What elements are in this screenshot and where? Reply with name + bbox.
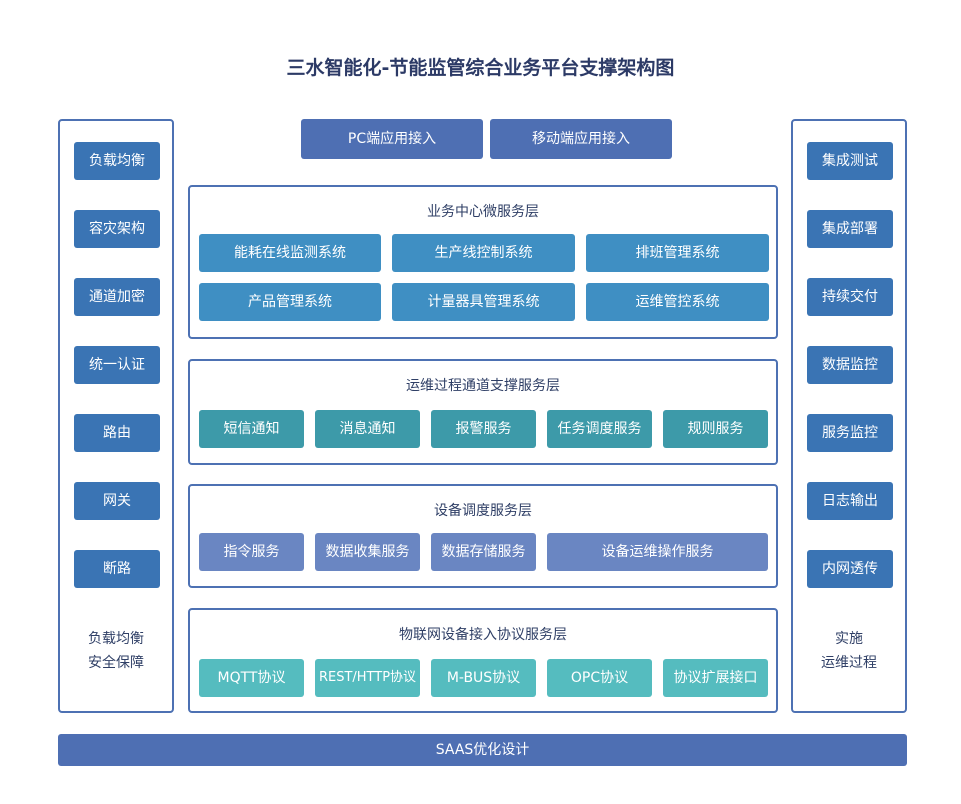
layer-iot-protocols: 物联网设备接入协议服务层 MQTT协议 REST/HTTP协议 M-BUS协议 … [188,608,778,713]
layer-device-scheduling: 设备调度服务层 指令服务 数据收集服务 数据存储服务 设备运维操作服务 [188,484,778,588]
layer1-item: 生产线控制系统 [392,234,575,272]
right-item-data-monitoring: 数据监控 [807,346,893,384]
right-item-intranet-penetration: 内网透传 [807,550,893,588]
layer4-item: REST/HTTP协议 [315,659,420,697]
saas-optimization-bar: SAAS优化设计 [58,734,907,766]
left-item-load-balance: 负载均衡 [74,142,160,180]
layer1-item: 能耗在线监测系统 [199,234,381,272]
left-panel-note: 负载均衡 安全保障 [60,627,172,675]
diagram-title: 三水智能化-节能监管综合业务平台支撑架构图 [286,57,675,79]
left-panel: 负载均衡 容灾架构 通道加密 统一认证 路由 网关 断路 负载均衡 安全保障 [58,119,174,713]
layer1-item: 排班管理系统 [586,234,769,272]
layer2-item: 报警服务 [431,410,536,448]
layer3-item: 数据收集服务 [315,533,420,571]
right-note-line-2: 运维过程 [821,655,877,671]
layer-business-microservices: 业务中心微服务层 能耗在线监测系统 生产线控制系统 排班管理系统 产品管理系统 … [188,185,778,339]
right-item-integration-deploy: 集成部署 [807,210,893,248]
left-item-unified-auth: 统一认证 [74,346,160,384]
layer4-item: 协议扩展接口 [663,659,768,697]
layer-title: 物联网设备接入协议服务层 [399,627,567,643]
left-item-channel-encryption: 通道加密 [74,278,160,316]
right-item-log-output: 日志输出 [807,482,893,520]
layer1-item: 计量器具管理系统 [392,283,575,321]
layer4-item: MQTT协议 [199,659,304,697]
right-note-line-1: 实施 [835,631,863,647]
right-panel: 集成测试 集成部署 持续交付 数据监控 服务监控 日志输出 内网透传 实施 运维… [791,119,907,713]
layer2-item: 任务调度服务 [547,410,652,448]
layer-title: 设备调度服务层 [434,503,532,519]
layer4-item: OPC协议 [547,659,652,697]
right-item-integration-test: 集成测试 [807,142,893,180]
left-item-disaster-recovery: 容灾架构 [74,210,160,248]
layer-title: 业务中心微服务层 [427,204,539,220]
layer3-item: 数据存储服务 [431,533,536,571]
layer3-item: 指令服务 [199,533,304,571]
layer1-item: 产品管理系统 [199,283,381,321]
layer2-item: 短信通知 [199,410,304,448]
mobile-app-access: 移动端应用接入 [490,119,672,159]
layer4-item: M-BUS协议 [431,659,536,697]
layer-ops-channel-support: 运维过程通道支撑服务层 短信通知 消息通知 报警服务 任务调度服务 规则服务 [188,359,778,465]
layer2-item: 规则服务 [663,410,768,448]
layer3-item: 设备运维操作服务 [547,533,768,571]
layer-title: 运维过程通道支撑服务层 [406,378,560,394]
pc-app-access: PC端应用接入 [301,119,483,159]
left-item-gateway: 网关 [74,482,160,520]
left-note-line-2: 安全保障 [88,655,144,671]
layer2-item: 消息通知 [315,410,420,448]
left-note-line-1: 负载均衡 [88,631,144,647]
right-panel-note: 实施 运维过程 [793,627,905,675]
layer1-item: 运维管控系统 [586,283,769,321]
left-item-routing: 路由 [74,414,160,452]
right-item-continuous-delivery: 持续交付 [807,278,893,316]
left-item-circuit-breaker: 断路 [74,550,160,588]
right-item-service-monitoring: 服务监控 [807,414,893,452]
